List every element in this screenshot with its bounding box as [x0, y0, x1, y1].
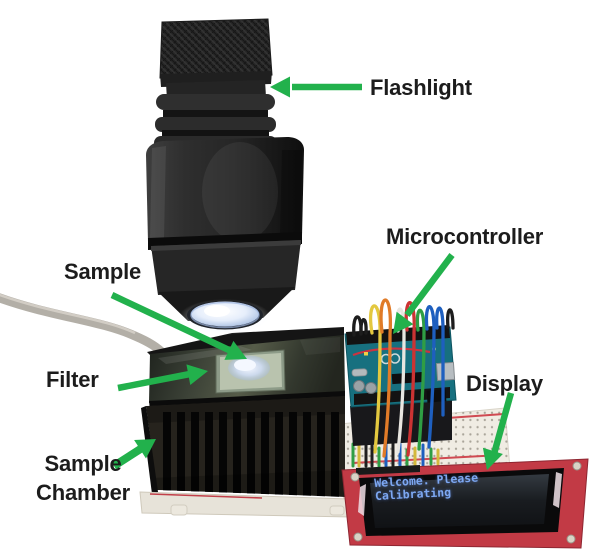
- microcontroller-label: Microcontroller: [386, 224, 544, 249]
- power-cable-photo: [0, 293, 170, 360]
- lcd-display-photo: [341, 458, 589, 549]
- display-arrow-icon: [482, 392, 515, 470]
- flashlight-lens: [179, 299, 271, 335]
- flashlight-photo: [146, 18, 304, 335]
- flashlight-arrow-icon: [270, 76, 362, 98]
- flashlight-label: Flashlight: [370, 75, 472, 100]
- chamber-ribbed-front: [146, 396, 345, 497]
- filter-label: Filter: [46, 367, 99, 392]
- lcd-screen: [370, 474, 549, 528]
- annotation-arrows: [110, 76, 515, 470]
- sample-chamber-label: Sample Chamber: [22, 450, 144, 507]
- filter-arrow-icon: [117, 364, 208, 392]
- sample-arrow-icon: [110, 292, 247, 360]
- sample-glow-photo: [228, 355, 270, 381]
- sample-label: Sample: [64, 259, 142, 284]
- sample-chamber-arrow-icon: [111, 439, 156, 470]
- sample-chamber-photo: [141, 327, 345, 497]
- display-label: Display: [466, 371, 543, 396]
- microcontroller-arrow-icon: [393, 253, 455, 334]
- arduino-jumper-wires: [352, 298, 455, 458]
- sample-chamber-label-line2: Chamber: [36, 479, 130, 505]
- sample-chamber-label-line1: Sample: [44, 451, 122, 476]
- microcontroller-photo: [344, 298, 457, 458]
